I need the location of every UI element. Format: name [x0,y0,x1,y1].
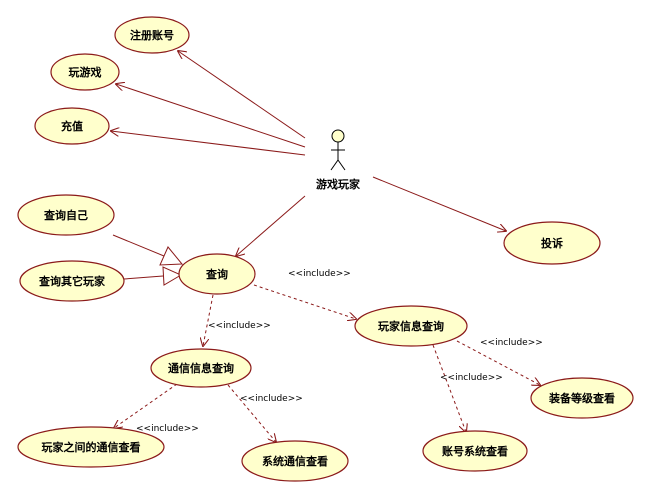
actor-right-leg [337,159,346,171]
assoc-complain [372,176,506,231]
include-label-player-query: <<include>> [288,269,351,279]
include-comm-query [203,294,214,346]
actor-head [331,129,345,143]
use-case-play-label: 玩游戏 [69,65,102,79]
include-account-system [432,344,466,432]
use-case-query[interactable]: 查询 [178,253,256,295]
use-case-query-self[interactable]: 查询自己 [17,194,115,236]
use-case-query-others-label: 查询其它玩家 [39,274,106,288]
include-label-system-comm: <<include>> [240,394,303,404]
include-label-account-system: <<include>> [440,373,503,383]
use-case-query-self-label: 查询自己 [44,208,88,222]
use-case-player-comm-label: 玩家之间的通信查看 [42,440,141,454]
use-case-account-system[interactable]: 账号系统查看 [422,430,528,472]
use-case-register[interactable]: 注册账号 [114,16,190,54]
assoc-play [116,84,306,148]
assoc-register [178,51,306,139]
include-player-comm [114,383,178,428]
use-case-system-comm[interactable]: 系统通信查看 [241,440,349,482]
actor-left-leg [330,159,339,171]
use-case-system-comm-label: 系统通信查看 [262,454,328,468]
use-case-player-query-label: 玩家信息查询 [378,319,444,333]
use-case-player-query[interactable]: 玩家信息查询 [354,305,468,347]
generalization-query-others [123,275,164,280]
use-case-complain-label: 投诉 [541,236,563,250]
use-case-query-label: 查询 [206,267,228,281]
generalization-head-query-self [159,246,184,266]
include-label-player-comm: <<include>> [136,424,199,434]
actor-game-player: 游戏玩家 [316,129,361,191]
use-case-recharge[interactable]: 充值 [34,107,110,145]
use-case-comm-query[interactable]: 通信信息查询 [150,348,252,388]
use-case-play[interactable]: 玩游戏 [50,53,120,91]
generalization-head-query-others [162,266,183,286]
include-system-comm [227,384,276,442]
use-case-equipment-level[interactable]: 装备等级查看 [530,377,634,419]
generalization-query-self [112,234,165,257]
use-case-account-system-label: 账号系统查看 [442,444,508,458]
use-case-complain[interactable]: 投诉 [503,221,601,265]
assoc-query [236,195,306,256]
assoc-recharge [111,131,306,156]
include-label-comm-query: <<include>> [208,321,271,331]
use-case-recharge-label: 充值 [61,119,83,133]
use-case-equipment-level-label: 装备等级查看 [548,391,615,405]
include-equipment-level [456,340,540,385]
use-case-player-comm[interactable]: 玩家之间的通信查看 [17,426,165,468]
include-player-query [253,284,356,319]
use-case-comm-query-label: 通信信息查询 [168,361,234,375]
include-label-equipment-level: <<include>> [480,338,543,348]
use-case-register-label: 注册账号 [130,28,174,42]
actor-label: 游戏玩家 [316,177,361,191]
use-case-query-others[interactable]: 查询其它玩家 [19,260,125,302]
